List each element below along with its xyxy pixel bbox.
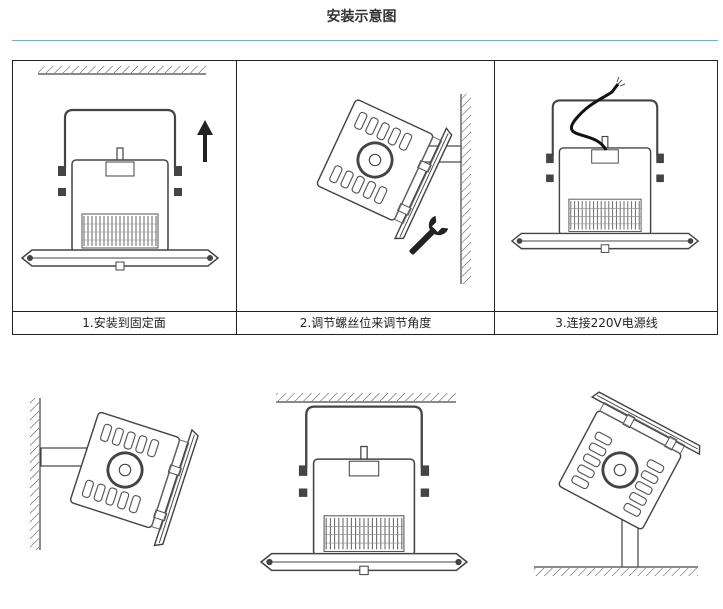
- bottom-right-illustration: [534, 388, 705, 576]
- caption-1: 1.安装到固定面: [82, 316, 166, 330]
- wrench-icon: [409, 215, 449, 255]
- panel-divider-1: [236, 60, 237, 335]
- panel3-illustration: [510, 76, 700, 254]
- panel1-illustration: [20, 66, 220, 272]
- panel-divider-2: [494, 60, 495, 335]
- bottom-left-illustration: [30, 398, 201, 550]
- caption-3: 3.连接220V电源线: [555, 316, 658, 330]
- arrow-up-icon: [197, 120, 213, 162]
- bottom-middle-illustration: [259, 393, 469, 576]
- page-title: 安装示意图: [326, 9, 397, 25]
- top-panel-frame: [12, 60, 718, 335]
- caption-2: 2.调节螺丝位来调节角度: [299, 316, 432, 330]
- panel2-illustration: [308, 87, 471, 284]
- caption-divider: [12, 311, 718, 312]
- title-divider: [12, 40, 718, 41]
